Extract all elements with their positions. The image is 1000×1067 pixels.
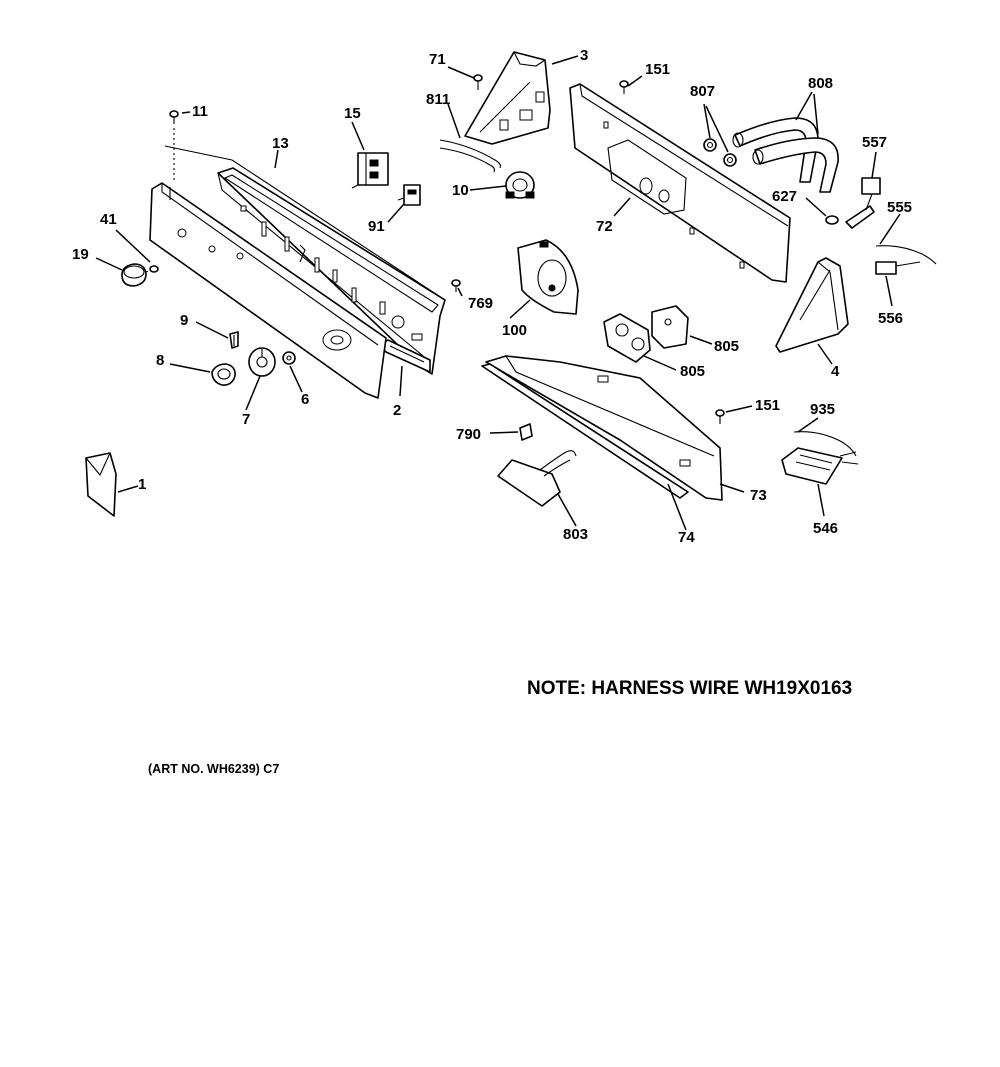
part-7-dial bbox=[248, 347, 276, 377]
part-19-knob bbox=[121, 263, 153, 287]
callout-9: 9 bbox=[180, 312, 188, 329]
part-803-dispenser bbox=[497, 450, 577, 507]
callout-627: 627 bbox=[772, 188, 797, 205]
callout-805-lower: 805 bbox=[680, 363, 705, 380]
callout-557: 557 bbox=[862, 134, 887, 151]
part-71-screw bbox=[473, 74, 483, 90]
callout-811: 811 bbox=[426, 91, 450, 108]
callout-1: 1 bbox=[138, 476, 146, 493]
callout-3: 3 bbox=[580, 47, 588, 64]
harness-wire-note: NOTE: HARNESS WIRE WH19X0163 bbox=[527, 678, 853, 699]
part-3-bracket bbox=[464, 51, 551, 145]
callout-935: 935 bbox=[810, 401, 835, 418]
part-74-trim-strip bbox=[481, 363, 689, 499]
callout-74: 74 bbox=[678, 529, 695, 546]
part-6-nut bbox=[282, 351, 296, 365]
callout-6: 6 bbox=[301, 391, 309, 408]
part-557-bracket bbox=[845, 177, 881, 229]
callout-151-top: 151 bbox=[645, 61, 670, 78]
part-4-end-cap bbox=[775, 257, 849, 353]
callout-7: 7 bbox=[242, 411, 250, 428]
callout-805-upper: 805 bbox=[714, 338, 739, 355]
leader-lines bbox=[95, 55, 901, 531]
callout-808: 808 bbox=[808, 75, 833, 92]
callout-555: 555 bbox=[887, 199, 912, 216]
part-805-water-valve bbox=[603, 305, 689, 363]
callout-556: 556 bbox=[878, 310, 903, 327]
part-935-546-harness-connector bbox=[781, 431, 859, 485]
callout-72: 72 bbox=[596, 218, 613, 235]
callout-19: 19 bbox=[72, 246, 89, 263]
part-151-screw-top bbox=[619, 80, 629, 94]
callout-11: 11 bbox=[192, 103, 208, 120]
part-13-control-panel-frame bbox=[164, 145, 446, 375]
part-8-knob bbox=[211, 363, 236, 386]
part-808-fill-hoses bbox=[732, 117, 839, 193]
callout-2: 2 bbox=[393, 402, 401, 419]
callout-807: 807 bbox=[690, 83, 715, 100]
part-555-wire-and-556-connector bbox=[875, 245, 937, 275]
part-151-screw-right bbox=[715, 409, 725, 424]
part-811-hose bbox=[439, 139, 501, 173]
part-790-clip bbox=[519, 423, 533, 441]
part-769-screw bbox=[451, 279, 461, 292]
callout-15: 15 bbox=[344, 105, 361, 122]
part-807-washers bbox=[703, 138, 737, 167]
part-73-rear-panel bbox=[485, 355, 723, 501]
callout-13: 13 bbox=[272, 135, 289, 152]
callout-labels: 1 2 3 4 6 7 8 9 10 11 13 15 19 41 71 72 … bbox=[72, 47, 912, 546]
part-41-spring bbox=[149, 265, 159, 273]
front-console-panel bbox=[149, 182, 387, 399]
callout-91: 91 bbox=[368, 218, 385, 235]
callout-100: 100 bbox=[502, 322, 527, 339]
callout-71: 71 bbox=[429, 51, 446, 68]
part-11-screw bbox=[169, 110, 179, 180]
callout-546: 546 bbox=[813, 520, 838, 537]
part-72-backsplash bbox=[569, 83, 791, 283]
callout-769: 769 bbox=[468, 295, 493, 312]
callout-8: 8 bbox=[156, 352, 164, 369]
callout-41: 41 bbox=[100, 211, 117, 228]
part-9-clip bbox=[229, 331, 239, 349]
part-1-literature-envelope bbox=[85, 452, 117, 517]
callout-73: 73 bbox=[750, 487, 767, 504]
part-100-timer bbox=[517, 239, 579, 315]
callout-10: 10 bbox=[452, 182, 469, 199]
part-627-plug bbox=[825, 215, 839, 225]
part-15-switch bbox=[351, 152, 389, 189]
callout-4: 4 bbox=[831, 363, 840, 380]
callout-803: 803 bbox=[563, 526, 588, 543]
callout-790: 790 bbox=[456, 426, 481, 443]
part-10-pressure-switch bbox=[505, 171, 535, 199]
callout-151-right: 151 bbox=[755, 397, 780, 414]
part-91-switch bbox=[397, 184, 421, 206]
art-number: (ART NO. WH6239) C7 bbox=[148, 762, 280, 776]
